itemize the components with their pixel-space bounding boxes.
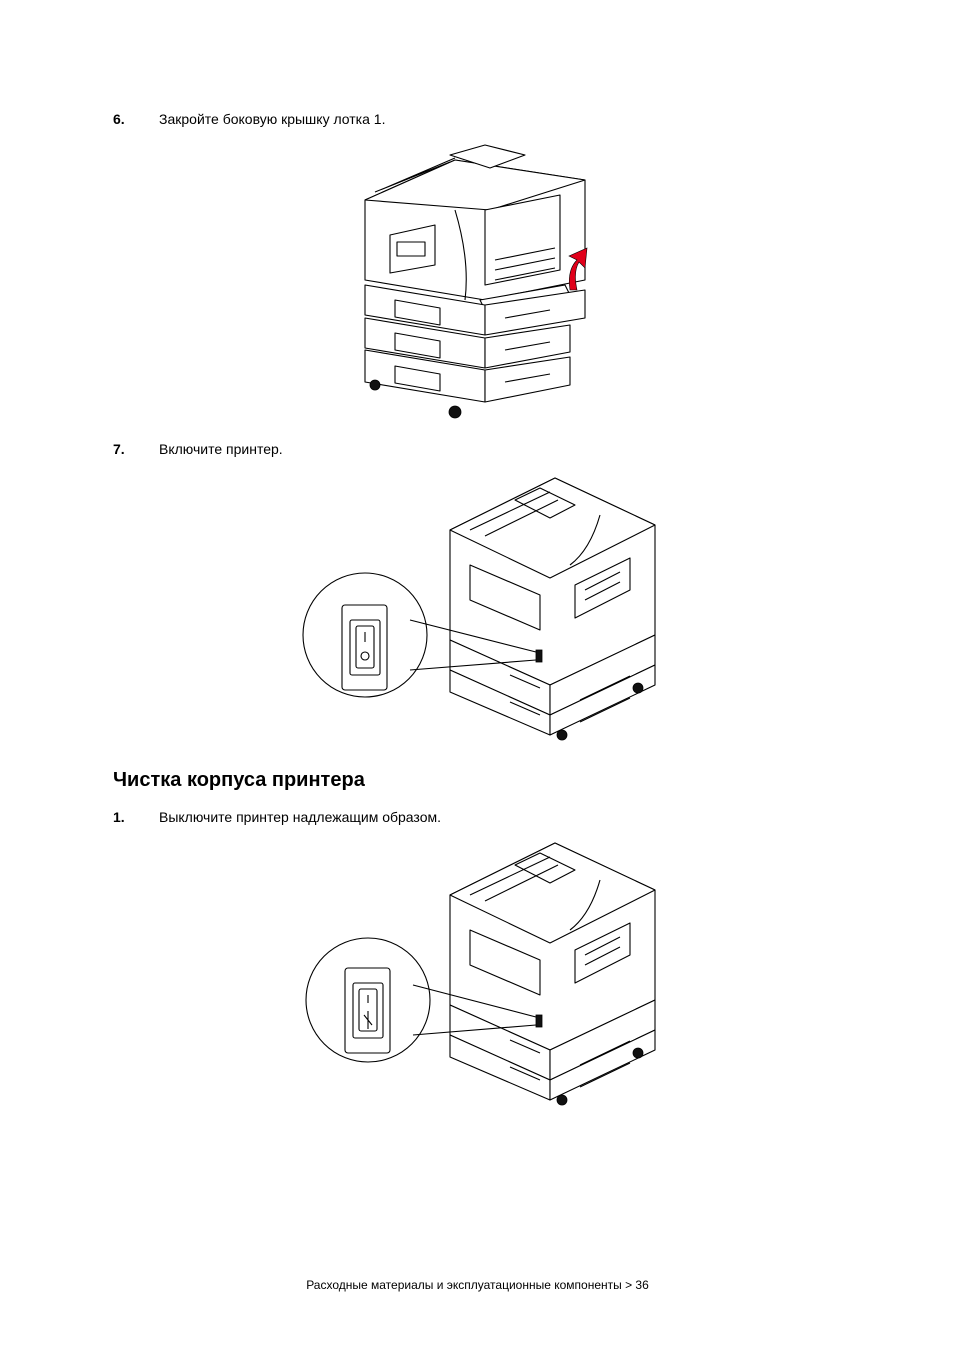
step-7: 7. Включите принтер. [113, 441, 283, 457]
illustration-power-on [300, 470, 660, 745]
step-text: Закройте боковую крышку лотка 1. [159, 111, 386, 127]
step-number: 6. [113, 111, 125, 127]
illustration-close-side-cover [355, 140, 595, 420]
step-text: Выключите принтер надлежащим образом. [159, 809, 441, 825]
illustration-power-off [300, 835, 660, 1110]
section-title: Чистка корпуса принтера [113, 769, 365, 791]
step-number: 7. [113, 441, 125, 457]
page-footer: Расходные материалы и эксплуатационные к… [306, 1278, 649, 1292]
step-number: 1. [113, 809, 125, 825]
section-step-1: 1. Выключите принтер надлежащим образом. [113, 809, 441, 825]
step-6: 6. Закройте боковую крышку лотка 1. [113, 111, 385, 127]
step-text: Включите принтер. [159, 441, 283, 457]
